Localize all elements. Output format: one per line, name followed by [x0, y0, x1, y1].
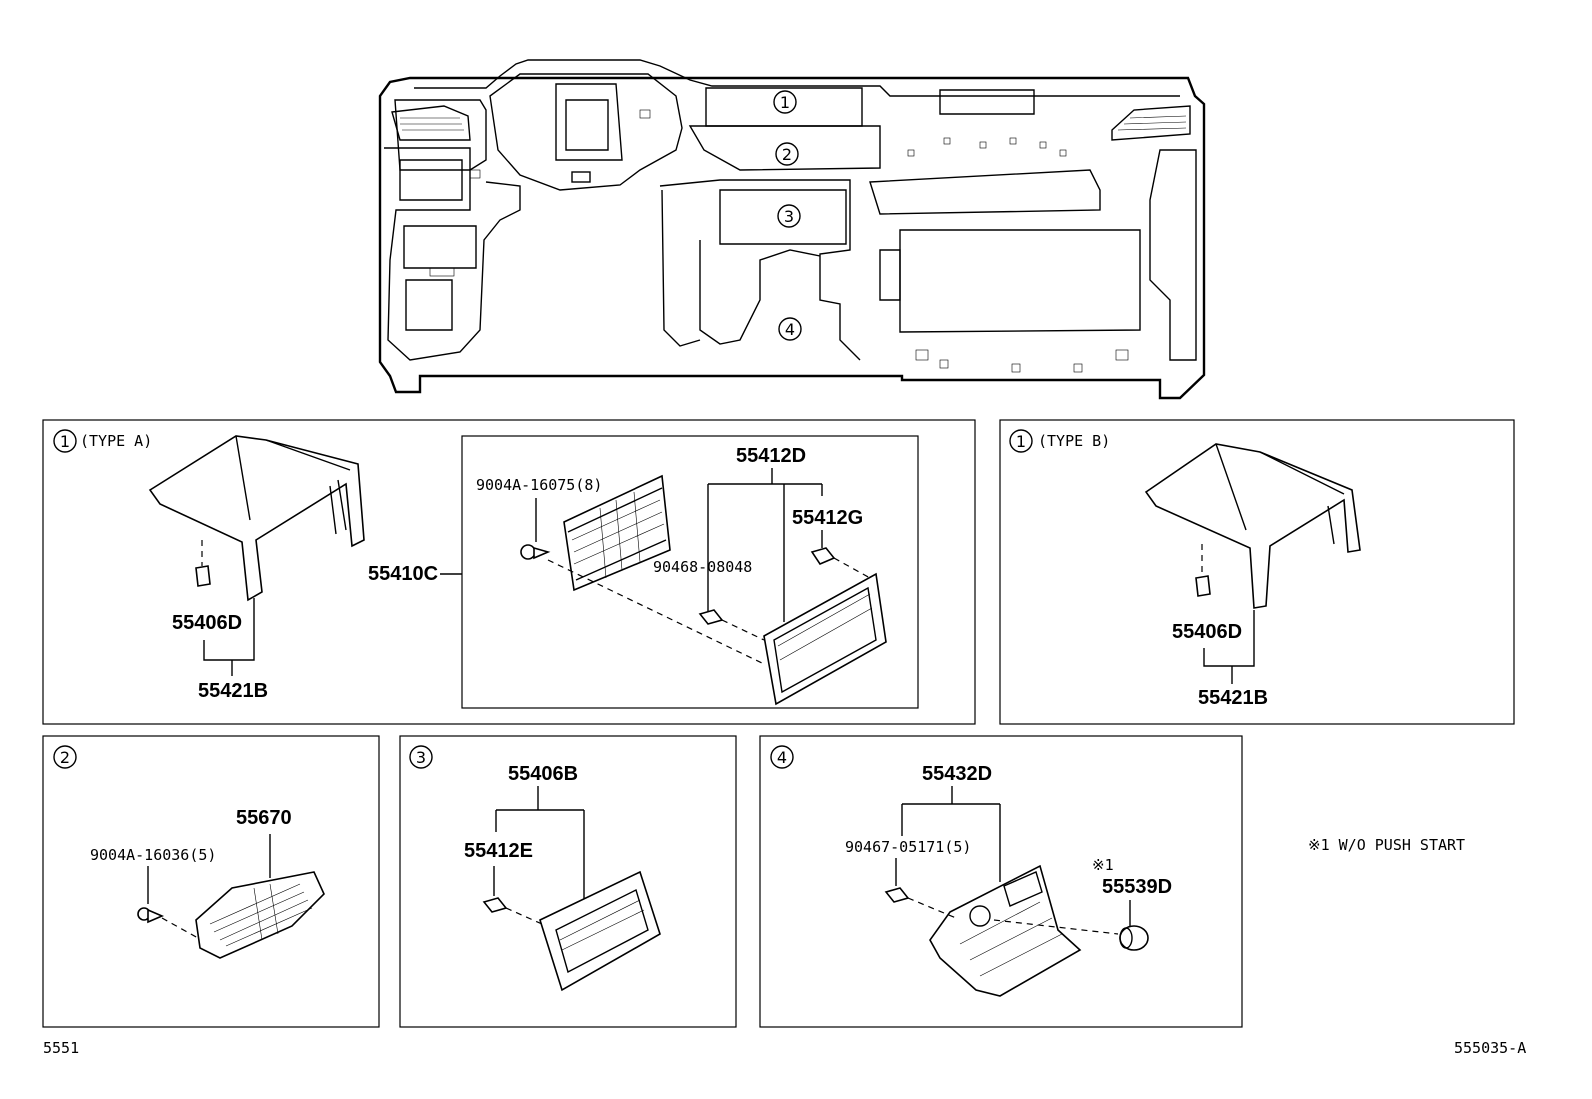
bezel-frame-55412d [763, 572, 887, 706]
trim-panel-55406b [539, 870, 661, 992]
dashboard-overview: 1 2 3 4 [378, 59, 1206, 400]
footnote: ※1 W/O PUSH START [1308, 836, 1465, 854]
panel-1-type-b: 1 (TYPE B) 55406D 55421B [999, 419, 1515, 725]
panel-1a-marker: 1 [60, 432, 70, 451]
callout-2: 2 [782, 145, 792, 164]
callout-4: 4 [785, 320, 795, 339]
vent-55670 [195, 871, 325, 959]
part-55410c: 55410C [368, 563, 438, 585]
callout-3: 3 [784, 207, 794, 226]
callout-1: 1 [780, 93, 790, 112]
clip-55412e [482, 897, 508, 913]
panel-3-marker: 3 [416, 748, 426, 767]
clip-55406d [195, 565, 211, 587]
part-55670: 55670 [236, 807, 292, 829]
part-90467: 90467-05171(5) [845, 838, 971, 856]
screw-9004a-16075 [520, 544, 551, 560]
panel-4: 4 55432D 90467-05171(5) ※1 55539D [759, 735, 1243, 1028]
panel-3: 3 55406B 55412E [399, 735, 737, 1028]
part-55406d-type-b: 55406D [1172, 621, 1242, 643]
panel-1-type-a: 1 (TYPE A) 55406D 55421B 55410C 55412D 9… [42, 419, 976, 725]
part-55406b: 55406B [508, 763, 578, 785]
part-9004a-16075: 9004A-16075(8) [476, 476, 602, 494]
part-90468: 90468-08048 [653, 558, 752, 576]
page-code: 5551 [43, 1039, 79, 1057]
type-b-label: (TYPE B) [1038, 432, 1110, 450]
drawing-code: 555035-A [1454, 1039, 1526, 1057]
screw-9004a-16036 [137, 907, 165, 924]
cover-55421b-type-b [1144, 443, 1361, 609]
display-unit [563, 474, 671, 592]
clip-90467 [884, 887, 910, 903]
panel-2: 2 55670 9004A-16036(5) [42, 735, 380, 1028]
cover-55421b-type-a [148, 435, 365, 602]
part-55412d: 55412D [736, 445, 806, 467]
nut-90468 [698, 609, 724, 625]
part-55406d: 55406D [172, 612, 242, 634]
lower-panel-55432d [929, 864, 1082, 997]
part-55432d: 55432D [922, 763, 992, 785]
part-55412g: 55412G [792, 507, 863, 529]
part-55412e: 55412E [464, 840, 533, 862]
part-55421b: 55421B [198, 680, 268, 702]
plug-55539d [1119, 925, 1149, 951]
part-9004a-16036: 9004A-16036(5) [90, 846, 216, 864]
panel-1b-marker: 1 [1016, 432, 1026, 451]
type-a-label: (TYPE A) [80, 432, 152, 450]
note-mark: ※1 [1092, 856, 1114, 874]
part-55421b-type-b: 55421B [1198, 687, 1268, 709]
clip-55406d-type-b [1195, 575, 1211, 597]
panel-4-marker: 4 [777, 748, 787, 767]
clip-55412g [810, 547, 836, 565]
part-55539d: 55539D [1102, 876, 1172, 898]
panel-2-marker: 2 [60, 748, 70, 767]
